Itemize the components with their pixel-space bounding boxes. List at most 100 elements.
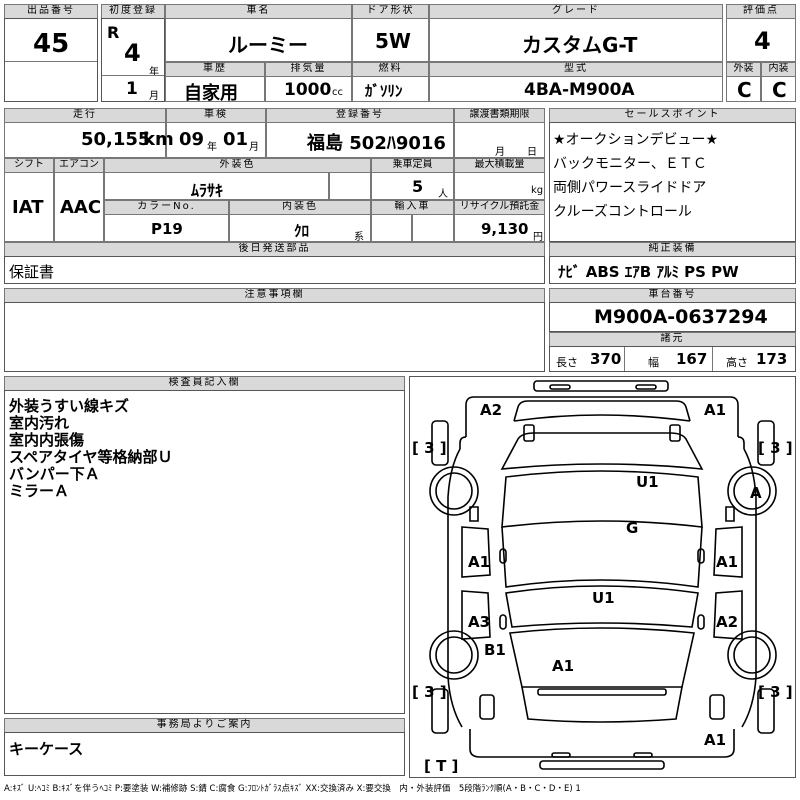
- height-label: 高さ: [726, 356, 748, 369]
- shift-label: シフト: [4, 158, 54, 173]
- chassis-number: M900A-0637294: [594, 306, 768, 328]
- lot-box: 45: [4, 18, 98, 102]
- transfer-day-unit: 日: [527, 147, 537, 158]
- first-reg-year-unit: 年: [149, 67, 159, 78]
- mark-front-right: A1: [704, 401, 727, 419]
- transfer-month-unit: 月: [495, 147, 505, 158]
- mileage: 50,155: [81, 129, 151, 150]
- genuine-box: ﾅﾋﾞ ABS ｴｱB ｱﾙﾐ PS PW: [549, 256, 796, 284]
- recycle-unit: 円: [533, 232, 543, 243]
- color-no-cell: P19: [104, 214, 229, 242]
- later-parts: 保証書: [9, 263, 55, 281]
- exterior-grade: C: [737, 78, 752, 102]
- later-parts-box: 保証書: [4, 256, 545, 284]
- max-load-unit: kg: [531, 185, 544, 196]
- car-diagram-svg: [429, 380, 777, 770]
- ext-color-cell: ﾑﾗｻｷ: [104, 172, 329, 200]
- fuel: ｶﾞｿﾘﾝ: [365, 82, 403, 100]
- tire-fl: [ 3 ]: [412, 439, 447, 457]
- int-color: ｸﾛ: [294, 222, 310, 240]
- fuel-label: 燃料: [352, 62, 429, 77]
- displacement-unit: cc: [332, 87, 343, 98]
- capacity: 5: [412, 177, 424, 196]
- recycle-cell: 9,130 円: [454, 214, 545, 243]
- first-reg-label: 初度登録: [101, 4, 165, 19]
- aircon-label: エアコン: [54, 158, 104, 173]
- grade-cell: カスタムG-T: [429, 18, 723, 62]
- door-cell: 5W: [352, 18, 429, 62]
- inspection-month: 01: [223, 129, 249, 150]
- car-name-cell: ルーミー: [165, 18, 352, 62]
- capacity-cell: 5 人: [371, 172, 454, 200]
- tire-spare: [ T ]: [424, 757, 459, 775]
- int-color-unit: 系: [354, 232, 364, 243]
- legend: A:ｷｽﾞ U:ﾍｺﾐ B:ｷｽﾞを伴うﾍｺﾐ P:要塗装 W:補修跡 S:錆 …: [4, 784, 581, 794]
- ext-color: ﾑﾗｻｷ: [191, 181, 224, 200]
- lot-label: 出品番号: [4, 4, 98, 19]
- lot-number: 45: [33, 29, 70, 59]
- mark-rear-bumper: A1: [704, 731, 727, 749]
- first-reg-month-unit: 月: [149, 91, 159, 102]
- inspection-year-unit: 年: [207, 142, 217, 153]
- import-cell: [371, 214, 412, 242]
- inspector-line-2: 室内汚れ: [9, 414, 70, 432]
- score: 4: [754, 27, 771, 55]
- aircon-cell: AAC: [54, 172, 104, 242]
- displacement: 1000: [284, 80, 332, 100]
- tire-rl: [ 3 ]: [412, 683, 447, 701]
- mark-center: U1: [592, 589, 615, 607]
- sales-point-2: バックモニター、ＥＴＣ: [553, 156, 707, 172]
- notes-box: [4, 302, 545, 372]
- first-reg-month: 1: [126, 79, 138, 99]
- inspection-month-unit: 月: [249, 142, 259, 153]
- height: 173: [756, 350, 788, 368]
- aircon: AAC: [60, 197, 102, 218]
- mark-mirror: A: [750, 484, 762, 502]
- inspector-line-4: スペアタイヤ等格納部Ｕ: [9, 448, 173, 466]
- recycle: 9,130: [481, 220, 529, 238]
- tire-fr: [ 3 ]: [758, 439, 793, 457]
- max-load-label: 最大積載量: [454, 158, 545, 173]
- office-label: 事務局よりご案内: [4, 718, 405, 733]
- tire-rr: [ 3 ]: [758, 683, 793, 701]
- mark-left-front-door: A1: [468, 553, 491, 571]
- mark-windshield: G: [626, 519, 639, 537]
- displacement-label: 排気量: [265, 62, 352, 77]
- import-label: 輸入車: [371, 200, 454, 215]
- shift-cell: IAT: [4, 172, 54, 242]
- first-reg-era: R: [107, 23, 120, 42]
- mark-rear-gate: A1: [552, 657, 575, 675]
- color-no: P19: [151, 220, 183, 238]
- mark-roof: U1: [636, 473, 659, 491]
- plate-label: 登録番号: [266, 108, 454, 123]
- sales-point-1: ★オークションデビュー★: [553, 132, 719, 148]
- office-note: キーケース: [9, 740, 84, 758]
- inspection-year: 09: [179, 129, 205, 150]
- grade: カスタムG-T: [522, 33, 638, 57]
- inspector-line-1: 外装うすい線キズ: [9, 397, 130, 415]
- width-label: 幅: [648, 356, 659, 369]
- sales-point-3: 両側パワースライドドア: [553, 180, 707, 196]
- color-no-label: カラーNo.: [104, 200, 229, 215]
- max-load-cell: kg: [454, 172, 545, 200]
- ext-color-blank: [329, 172, 371, 200]
- history-cell: 自家用: [165, 76, 265, 104]
- inspector-line-6: ミラーＡ: [9, 482, 70, 500]
- int-color-cell: ｸﾛ 系: [229, 214, 371, 243]
- recycle-label: リサイクル預託金: [454, 200, 545, 215]
- first-reg-year: 4: [124, 39, 141, 67]
- car-name-label: 車名: [165, 4, 352, 19]
- car-diagram: [ 3 ] [ 3 ] [ 3 ] [ 3 ] [ T ] A2 A1 U1 A…: [409, 376, 796, 778]
- inspector-label: 検査員記入欄: [4, 376, 405, 391]
- ext-color-label: 外装色: [104, 158, 371, 173]
- chassis-label: 車台番号: [549, 288, 796, 303]
- import-cell-2: [412, 214, 454, 242]
- history-label: 車歴: [165, 62, 265, 77]
- notes-label: 注意事項欄: [4, 288, 545, 303]
- specs-label: 諸元: [549, 332, 796, 347]
- transfer-label: 譲渡書類期限: [454, 108, 545, 123]
- mark-left-rear-door: A3: [468, 613, 491, 631]
- int-color-label: 内装色: [229, 200, 371, 215]
- exterior-grade-label: 外装: [726, 62, 761, 77]
- length-label: 長さ: [556, 356, 578, 369]
